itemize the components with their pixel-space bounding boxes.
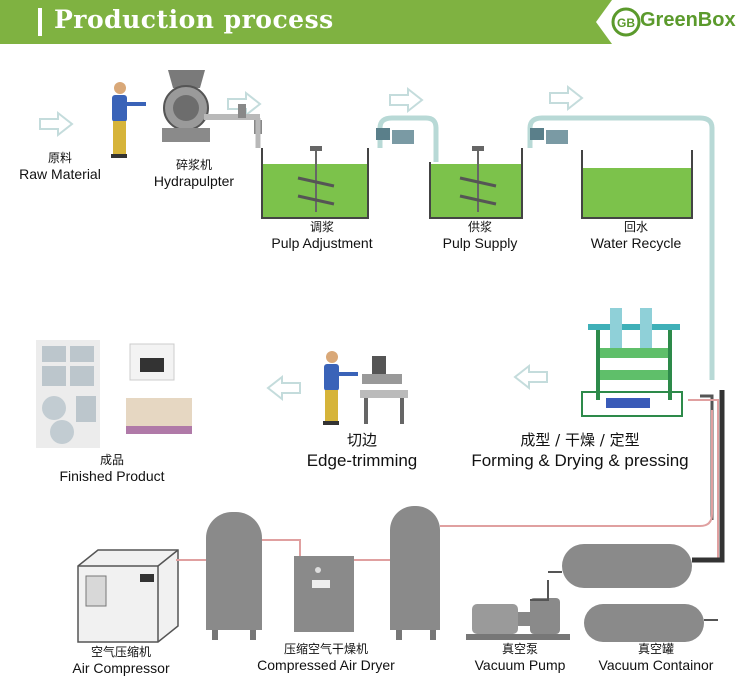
- label-pulp-supply-cn: 供浆: [467, 220, 492, 234]
- label-air-dryer-en: Compressed Air Dryer: [257, 657, 395, 673]
- label-air-dryer-cn: 压缩空气干燥机: [283, 642, 368, 656]
- air-dryer-unit: [294, 556, 354, 632]
- label-air-compressor: 空气压缩机 Air Compressor: [56, 645, 186, 676]
- label-vacuum-container: 真空罐 Vacuum Containor: [588, 642, 724, 673]
- air-pipes: [176, 410, 713, 561]
- logo-text: GreenBox: [640, 9, 736, 31]
- hydrapulpter-machine: [162, 70, 262, 142]
- label-air-dryer: 压缩空气干燥机 Compressed Air Dryer: [248, 642, 404, 673]
- logo-badge-icon: GB: [596, 0, 750, 44]
- pulp-pump-2: [527, 115, 715, 380]
- label-finished-product-cn: 成品: [99, 453, 124, 467]
- flow-arrow-6: [267, 376, 301, 400]
- label-forming-cn: 成型 / 干燥 / 定型: [520, 431, 640, 449]
- label-hydrapulpter-en: Hydrapulpter: [153, 173, 235, 189]
- header-bar: Production process GB GreenBox: [0, 0, 750, 44]
- pulp-pump-1: [376, 115, 439, 162]
- worker-figure-2: [323, 351, 358, 425]
- label-raw-material: 原料 Raw Material: [10, 151, 110, 182]
- logo-mark: GB: [617, 16, 635, 30]
- finished-product-trays: [36, 340, 192, 448]
- label-forming: 成型 / 干燥 / 定型 Forming & Drying & pressing: [458, 430, 702, 472]
- vacuum-pump-unit: [466, 598, 570, 640]
- flow-arrow-4: [549, 86, 583, 110]
- air-storage-tank-2: [390, 506, 440, 640]
- label-finished-product-en: Finished Product: [59, 468, 165, 484]
- label-edge-trimming-cn: 切边: [346, 431, 377, 449]
- label-edge-trimming: 切边 Edge-trimming: [294, 430, 430, 472]
- label-water-recycle: 回水 Water Recycle: [578, 220, 694, 251]
- label-vacuum-pump-cn: 真空泵: [501, 642, 538, 656]
- flow-arrow-3: [389, 88, 423, 112]
- air-compressor-unit: [77, 549, 179, 643]
- label-pulp-supply: 供浆 Pulp Supply: [428, 220, 532, 251]
- label-air-compressor-en: Air Compressor: [72, 660, 170, 676]
- label-vacuum-container-en: Vacuum Containor: [598, 657, 714, 673]
- label-raw-material-en: Raw Material: [19, 166, 101, 182]
- label-vacuum-pump: 真空泵 Vacuum Pump: [468, 642, 572, 673]
- label-finished-product: 成品 Finished Product: [50, 453, 174, 484]
- pulp-adjustment-tank: [261, 146, 369, 219]
- worker-figure-1: [111, 82, 146, 158]
- water-recycle-tank: [581, 150, 693, 219]
- flow-arrow-1: [39, 112, 73, 136]
- trimming-machine: [360, 356, 408, 424]
- header-accent-bar: [38, 8, 42, 36]
- label-edge-trimming-en: Edge-trimming: [306, 451, 418, 470]
- process-diagram: [36, 70, 725, 643]
- label-pulp-supply-en: Pulp Supply: [442, 235, 518, 251]
- air-storage-tank-1: [206, 512, 262, 640]
- label-water-recycle-cn: 回水: [623, 220, 648, 234]
- label-hydrapulpter: 碎浆机 Hydrapulpter: [136, 158, 252, 189]
- label-hydrapulpter-cn: 碎浆机: [175, 158, 212, 172]
- label-pulp-adjustment: 调浆 Pulp Adjustment: [256, 220, 388, 251]
- vacuum-container-units: [530, 390, 725, 642]
- flow-arrow-5: [514, 365, 548, 389]
- label-air-compressor-cn: 空气压缩机: [90, 645, 151, 659]
- label-vacuum-pump-en: Vacuum Pump: [474, 657, 566, 673]
- page-title: Production process: [54, 5, 334, 34]
- pulp-supply-tank: [429, 146, 523, 219]
- label-pulp-adjustment-en: Pulp Adjustment: [271, 235, 373, 251]
- brand-logo: GB GreenBox: [596, 0, 750, 44]
- label-water-recycle-en: Water Recycle: [590, 235, 682, 251]
- label-forming-en: Forming & Drying & pressing: [471, 451, 689, 470]
- label-pulp-adjustment-cn: 调浆: [309, 220, 334, 234]
- label-raw-material-cn: 原料: [47, 151, 72, 165]
- label-vacuum-container-cn: 真空罐: [637, 642, 674, 656]
